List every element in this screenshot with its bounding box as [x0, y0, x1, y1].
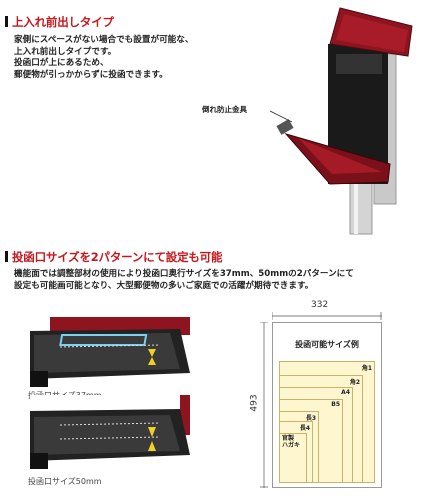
mailbox-illustration [270, 7, 413, 235]
section1-line: 家側にスペースがない場合でも設置が可能な、 [14, 35, 194, 45]
paper-label: 官製 ハガキ [282, 435, 301, 449]
slot-photo-37mm [30, 313, 190, 387]
slot-photo-50mm [30, 395, 190, 469]
paper-label: 長3 [305, 415, 316, 422]
section1-line: 投函口が上にあるため、 [14, 58, 109, 68]
caption-50mm: 投函口サイズ50mm [28, 477, 102, 486]
heading-marker [5, 16, 8, 27]
section1-line: 上入れ前出しタイプです。 [14, 46, 117, 57]
callout-label: 倒れ防止金具 [202, 105, 247, 114]
size-diagram: 投函可能サイズ例 角1 角2 A4 B5 長3 長4 官製 ハガキ [272, 322, 382, 488]
anti-fall-bracket [276, 119, 294, 135]
section2-line: 設定も可能画可能となり、大型郵便物の多いご家庭での活躍が期待できます。 [14, 280, 314, 291]
paper-label: 角1 [361, 365, 372, 372]
section2-line: 機能面では調整部材の使用により投函口奥行サイズを37mm、50mmの2パターンに… [14, 269, 354, 279]
paper-label: B5 [331, 401, 340, 408]
section2-description: 機能面では調整部材の使用により投函口奥行サイズを37mm、50mmの2パターンに… [14, 269, 354, 292]
paper-label: 長4 [299, 425, 310, 432]
section1-heading-text: 上入れ前出しタイプ [12, 15, 114, 29]
heading-marker [5, 251, 8, 262]
paper-label: A4 [341, 389, 350, 396]
mailbox-lid-shine [336, 14, 408, 52]
lid-edge [180, 395, 190, 435]
paper-label: 角2 [349, 379, 360, 386]
section2-heading: 投函口サイズを2パターンにて設定も可能 [5, 249, 222, 265]
section1-line: 郵便物が引っかからずに投函できます。 [14, 69, 168, 80]
section2-heading-text: 投函口サイズを2パターンにて設定も可能 [12, 250, 223, 264]
height-dimension-line [260, 322, 268, 488]
section1-description: 家側にスペースがない場合でも設置が可能な、 上入れ前出しタイプです。 投函口が上… [14, 35, 193, 81]
mailbox-door-shine [298, 138, 382, 174]
mailbox-slot [336, 54, 382, 74]
paper-postcard: 官製 ハガキ [279, 433, 307, 483]
width-dimension-line [272, 312, 382, 320]
height-dimension-label: 493 [249, 394, 260, 412]
section1-heading: 上入れ前出しタイプ [5, 14, 114, 30]
diagram-title: 投函可能サイズ例 [295, 340, 359, 349]
width-dimension-label: 332 [311, 300, 329, 310]
callout-line [270, 110, 293, 123]
slot-outline [59, 334, 148, 346]
